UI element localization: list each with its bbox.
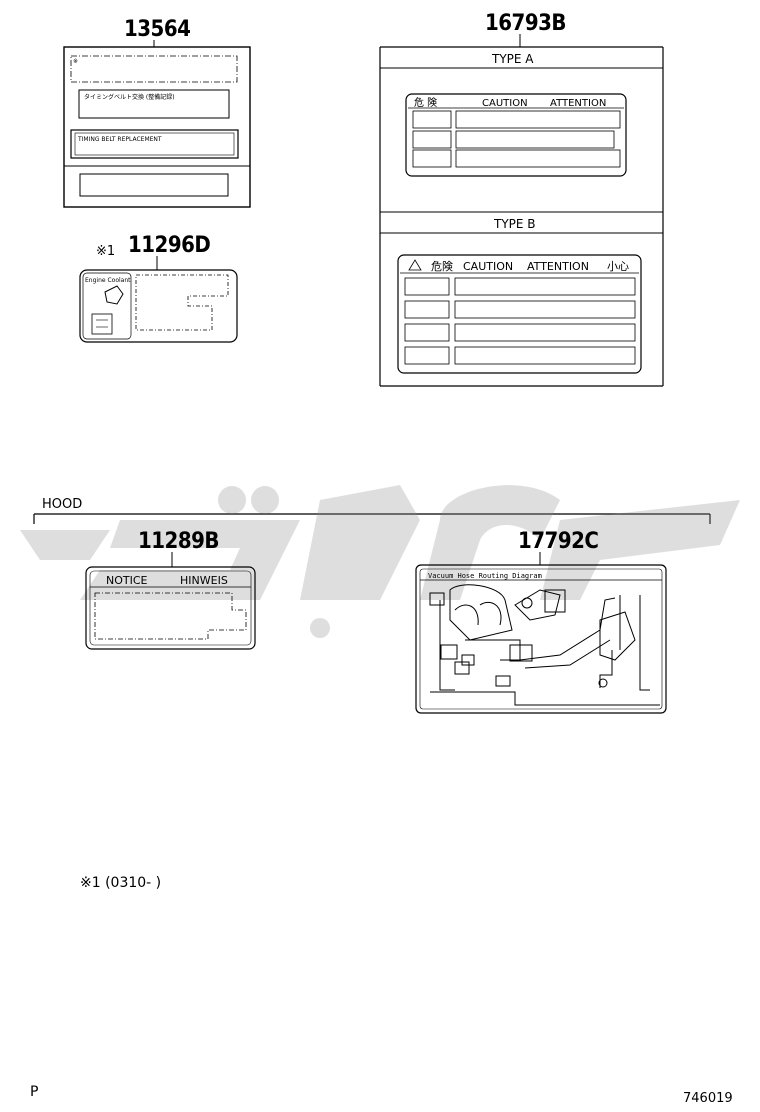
label-11296d-group: ※1 11296D Engine Coolant xyxy=(79,233,238,343)
xiaoxin-b: 小心 xyxy=(607,260,629,273)
kiken-a: 危 険 xyxy=(414,97,437,109)
corner-left-text: P xyxy=(30,1084,38,1100)
caution-a: CAUTION xyxy=(482,98,528,109)
vacuum-hose-title: Vacuum Hose Routing Diagram xyxy=(428,572,542,580)
attention-b: ATTENTION xyxy=(527,260,589,273)
caution-label-type-a xyxy=(405,93,627,177)
label-17792c xyxy=(415,564,667,714)
label-11289b xyxy=(85,566,256,650)
part-number-11296d: 11296D xyxy=(128,233,210,258)
coolant-jug-icon xyxy=(104,285,124,305)
label-13564 xyxy=(63,46,251,208)
diagram-id: 746019 xyxy=(683,1091,733,1106)
note-mark-1: ※1 xyxy=(96,244,115,259)
label-13564-group: 13564 ※ タイミングベルト交換 (整備記録) TIMING BELT RE… xyxy=(63,17,251,208)
part-number-17792c: 17792C xyxy=(518,529,598,554)
warning-triangle-icon xyxy=(408,259,422,271)
part-number-13564: 13564 xyxy=(124,17,190,42)
label-11289b-group: 11289B NOTICE HINWEIS xyxy=(85,529,256,650)
label-16793b-group: 16793B TYPE A TYPE B 危 険 CAUTION ATTENTI… xyxy=(379,11,664,387)
engine-coolant-text: Engine Coolant xyxy=(85,277,131,284)
type-a-label: TYPE A xyxy=(491,52,534,66)
timing-belt-jp: タイミングベルト交換 (整備記録) xyxy=(84,93,175,101)
kiken-b: 危険 xyxy=(431,260,453,273)
attention-a: ATTENTION xyxy=(550,98,606,109)
caution-b: CAUTION xyxy=(463,260,513,273)
label-11296d xyxy=(79,269,238,343)
part-number-11289b: 11289B xyxy=(138,529,219,554)
hood-label: HOOD xyxy=(42,497,82,512)
timing-belt-en: TIMING BELT REPLACEMENT xyxy=(77,136,162,143)
type-b-label: TYPE B xyxy=(493,217,536,231)
vacuum-hose-diagram xyxy=(429,584,660,706)
part-number-16793b: 16793B xyxy=(485,11,566,36)
notice-text: NOTICE xyxy=(106,574,148,587)
footnote: ※1 (0310- ) xyxy=(80,875,161,891)
watermark-logo xyxy=(20,485,740,638)
svg-text:※: ※ xyxy=(73,58,78,65)
hinweis-text: HINWEIS xyxy=(180,574,228,587)
hood-group: HOOD xyxy=(33,497,711,524)
label-17792c-group: 17792C Vacuum Hose Routing Diagram xyxy=(415,529,667,714)
caution-label-type-b xyxy=(397,254,642,374)
